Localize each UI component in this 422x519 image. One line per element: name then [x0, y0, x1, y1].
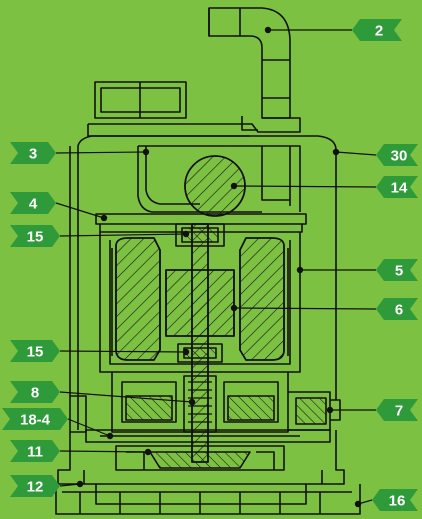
callouts: 2 3 30 14 4 15 5 6 15 8 7 18-4 11 12 16 — [2, 19, 418, 511]
seal-plate — [85, 429, 331, 443]
leader-line — [59, 391, 193, 403]
callout-c6: 6 — [230, 298, 418, 320]
callout-label: 12 — [27, 479, 44, 496]
callout-c7: 7 — [326, 399, 418, 421]
shaft — [191, 223, 209, 463]
leader-dot — [106, 432, 114, 440]
leader-line — [59, 483, 81, 487]
leader-dot — [182, 348, 190, 356]
leader-dot — [188, 398, 196, 406]
leader-line — [59, 233, 187, 237]
ball-14 — [184, 155, 246, 217]
callout-tag — [372, 489, 418, 511]
callout-c15a: 15 — [10, 225, 190, 247]
callout-label: 3 — [29, 146, 37, 163]
leader-line — [335, 151, 377, 156]
leader-dot — [100, 214, 108, 222]
callout-tag — [10, 381, 60, 403]
leader-line — [233, 307, 377, 310]
callout-label: 15 — [27, 344, 44, 361]
callout-label: 2 — [375, 23, 383, 40]
leader-dot — [230, 304, 238, 312]
seal-housing — [111, 372, 289, 433]
callout-label: 18-4 — [20, 412, 51, 429]
callout-tag — [10, 440, 60, 462]
callout-tag — [2, 408, 68, 430]
callout-c15b: 15 — [10, 340, 190, 362]
callout-tag — [10, 142, 56, 164]
suction-cover — [57, 430, 345, 505]
callout-c12: 12 — [10, 475, 84, 497]
callout-c16: 16 — [354, 489, 418, 511]
callout-tag — [376, 144, 418, 166]
callout-label: 6 — [395, 302, 403, 319]
leader-line — [59, 450, 149, 453]
callout-label: 11 — [27, 444, 43, 461]
leader-dot — [76, 480, 84, 488]
callout-c4: 4 — [10, 192, 108, 222]
callout-tag — [10, 192, 56, 214]
strainer-stand — [55, 484, 361, 515]
callout-tag — [10, 475, 60, 497]
leader-dot — [296, 266, 304, 274]
callout-c8: 8 — [10, 381, 196, 406]
callout-tag — [10, 225, 60, 247]
callout-c2: 2 — [264, 19, 402, 41]
leader-dot — [332, 148, 340, 156]
leader-dot — [142, 148, 150, 156]
leader-dot — [326, 406, 334, 414]
leader-dot — [182, 230, 190, 238]
callout-label: 16 — [389, 493, 406, 510]
callout-label: 30 — [391, 148, 408, 165]
callout-tag — [376, 176, 418, 198]
outer-jacket — [69, 135, 337, 430]
leader-line — [59, 350, 187, 353]
callout-label: 5 — [395, 263, 403, 280]
leader-line — [55, 202, 105, 219]
leader-dot — [264, 26, 272, 34]
callout-c30: 30 — [332, 144, 418, 166]
callout-tag — [352, 19, 402, 41]
callout-tag — [376, 399, 418, 421]
callout-c5: 5 — [296, 259, 418, 281]
leader-line — [233, 185, 377, 188]
leader-dot — [144, 448, 152, 456]
leader-line — [67, 418, 111, 437]
callout-label: 14 — [391, 180, 408, 197]
callout-label: 4 — [29, 196, 38, 213]
callout-c18_4: 18-4 — [2, 408, 114, 440]
callout-c14: 14 — [230, 176, 418, 198]
callout-c11: 11 — [10, 440, 152, 462]
callout-c3: 3 — [10, 142, 150, 164]
callout-label: 15 — [27, 229, 44, 246]
callout-label: 7 — [395, 403, 403, 420]
leader-line — [55, 151, 147, 154]
callout-tag — [376, 298, 418, 320]
upper-housing — [137, 145, 301, 213]
callout-tag — [10, 340, 60, 362]
callout-label: 8 — [31, 385, 39, 402]
handle-block — [94, 81, 187, 119]
pump-body — [55, 7, 361, 515]
leader-dot — [354, 500, 362, 508]
stator — [115, 237, 285, 361]
callout-tag — [376, 259, 418, 281]
leader-dot — [230, 182, 238, 190]
